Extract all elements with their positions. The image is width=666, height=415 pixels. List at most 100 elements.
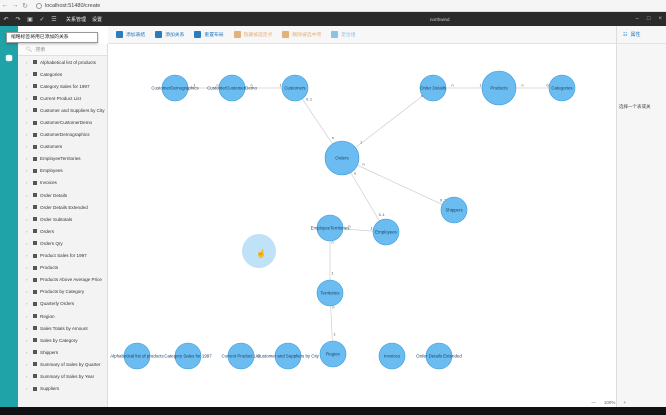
forward-icon[interactable]: → [11,2,19,9]
chevron-right-icon[interactable]: › [26,337,28,343]
node-csales[interactable]: Category Sales for 1997 [164,342,212,370]
tree-item[interactable]: ›Employees [18,165,107,177]
chevron-right-icon[interactable]: › [26,289,28,295]
check-icon[interactable]: ✓ [39,16,45,23]
tree-item[interactable]: ›Quarterly Orders [18,298,107,310]
node-cat[interactable]: Categories [548,74,576,102]
node-circle[interactable] [123,342,151,370]
chevron-right-icon[interactable]: › [26,192,28,198]
relation-edge[interactable] [341,157,455,211]
zoom-in-button[interactable]: + [623,399,626,405]
node-orders[interactable]: Orders [324,140,360,176]
chevron-right-icon[interactable]: › [26,144,28,150]
node-region[interactable]: Region [319,340,347,368]
node-circle[interactable] [378,342,406,370]
zoom-out-button[interactable]: — [591,399,596,405]
node-emp[interactable]: Employees [372,218,400,246]
menu-settings[interactable]: 设置 [92,16,103,23]
node-circle[interactable] [440,196,468,224]
chevron-right-icon[interactable]: › [26,349,28,355]
chevron-right-icon[interactable]: › [26,120,28,126]
tree-item[interactable]: ›Shippers [18,346,107,358]
chevron-right-icon[interactable]: › [26,265,28,271]
tree-item[interactable]: ›Categories [18,68,107,80]
tree-item[interactable]: ›Customer and Suppliers by City [18,104,107,116]
chevron-right-icon[interactable]: › [26,301,28,307]
tree-item[interactable]: ›Orders [18,225,107,237]
node-circle[interactable] [218,74,246,102]
chevron-right-icon[interactable]: › [26,386,28,392]
node-circle[interactable] [274,342,302,370]
node-prod[interactable]: Products [481,70,517,106]
chevron-right-icon[interactable]: › [26,156,28,162]
tree-item[interactable]: ›Products [18,262,107,274]
tree-item[interactable]: ›Current Product List [18,92,107,104]
tree-item[interactable]: ›Suppliers [18,383,107,395]
toolbar-button-3[interactable]: 隐藏被选定点 [233,31,272,38]
database-icon[interactable] [5,54,13,62]
node-circle[interactable] [372,218,400,246]
node-circle[interactable] [419,74,447,102]
node-terr[interactable]: Territories [316,279,344,307]
chevron-right-icon[interactable]: › [26,216,28,222]
minimize-icon[interactable]: – [635,16,639,22]
tree-item[interactable]: ›Region [18,310,107,322]
chevron-right-icon[interactable]: › [26,59,28,65]
chevron-right-icon[interactable]: › [26,168,28,174]
redo-icon[interactable]: ↷ [15,16,21,23]
toolbar-button-4[interactable]: 删除被选中项 [282,31,321,38]
toolbar-button-1[interactable]: 添加关系 [155,31,184,38]
tree-item[interactable]: ›CustomerDemographics [18,129,107,141]
chevron-right-icon[interactable]: › [26,71,28,77]
node-cpl[interactable]: Current Product List [221,342,261,370]
node-circle[interactable] [161,74,189,102]
save-icon[interactable]: ▣ [27,16,33,23]
node-alp[interactable]: Alphabetical list of products [110,342,165,370]
reload-icon[interactable]: ↻ [22,2,28,10]
node-ode[interactable]: Order Details Extended [416,342,462,370]
node-circle[interactable] [316,214,344,242]
tree-item[interactable]: ›EmployeeTerritories [18,153,107,165]
node-et[interactable]: EmployeeTerritories [311,214,351,242]
tree-item[interactable]: ›Alphabetical list of products [18,56,107,68]
relationship-graph[interactable]: 1nn10..1nn1n1n0..1n0..1n0..1n1n1n1☝Custo… [108,44,616,405]
node-circle[interactable] [548,74,576,102]
back-icon[interactable]: ← [1,2,9,9]
chevron-right-icon[interactable]: › [26,95,28,101]
node-circle[interactable] [324,140,360,176]
diagram-canvas[interactable]: 1nn10..1nn1n1n0..1n0..1n0..1n1n1n1☝Custo… [108,44,616,405]
tree-item[interactable]: ›Product Sales for 1997 [18,250,107,262]
maximize-icon[interactable]: □ [646,16,651,22]
tree-item[interactable]: ›Summary of Sales by Year [18,370,107,382]
toolbar-button-2[interactable]: 重置布局 [194,31,224,38]
node-ship[interactable]: Shippers [440,196,468,224]
node-od[interactable]: Order Details [419,74,447,102]
node-circle[interactable] [174,342,202,370]
chevron-right-icon[interactable]: › [26,240,28,246]
chevron-right-icon[interactable]: › [26,313,28,319]
tree-item[interactable]: ›Invoices [18,177,107,189]
chevron-right-icon[interactable]: › [26,361,28,367]
node-circle[interactable] [316,279,344,307]
tree-item[interactable]: ›Sales by Category [18,334,107,346]
chevron-right-icon[interactable]: › [26,180,28,186]
node-cdemo[interactable]: CustomerDemographics [151,74,199,102]
tree-item[interactable]: ›Order Subtotals [18,213,107,225]
node-circle[interactable] [425,342,453,370]
node-circle[interactable] [481,70,517,106]
node-circle[interactable] [227,342,255,370]
tree-item[interactable]: ›Category Sales for 1997 [18,80,107,92]
chevron-right-icon[interactable]: › [26,83,28,89]
chevron-right-icon[interactable]: › [26,277,28,283]
node-inv[interactable]: Invoices [378,342,406,370]
tree-item[interactable]: ›Order Details [18,189,107,201]
tree-item[interactable]: ›Summary of Sales by Quarter [18,358,107,370]
node-csc[interactable]: Customer and Suppliers by City [257,342,320,370]
tree-item[interactable]: ›Products Above Average Price [18,274,107,286]
node-circle[interactable] [319,340,347,368]
toolbar-button-5[interactable]: 定位组 [331,31,356,38]
tree-item[interactable]: ›Customers [18,141,107,153]
chevron-right-icon[interactable]: › [26,204,28,210]
chevron-right-icon[interactable]: › [26,373,28,379]
toolbar-button-0[interactable]: 添加表结 [116,31,145,38]
